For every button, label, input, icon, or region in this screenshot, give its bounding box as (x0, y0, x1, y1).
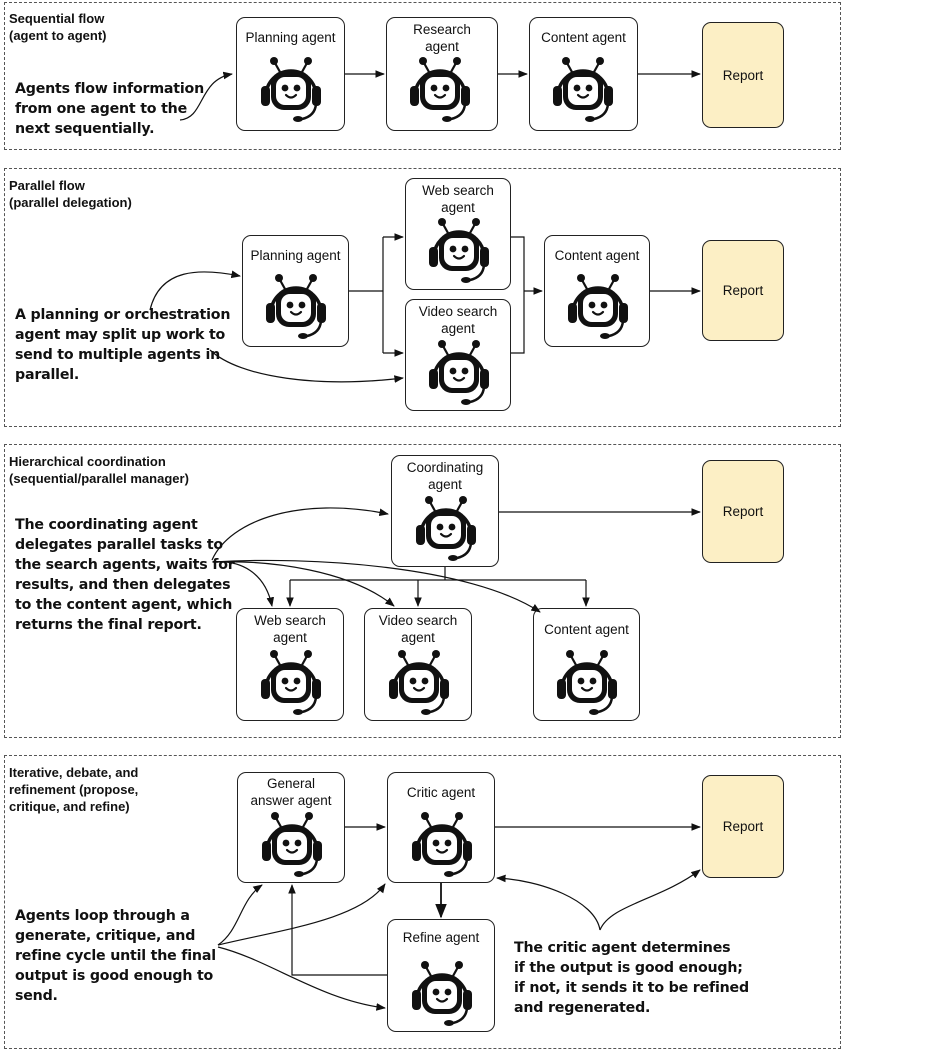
planning-agent-label: Planning agent (250, 248, 341, 263)
refine-agent-label: Refine agent (402, 930, 480, 945)
robot-icon (554, 645, 620, 717)
report-box: Report (702, 22, 784, 128)
web-search-agent-box: Web search agent (405, 178, 511, 290)
robot-icon (258, 645, 324, 717)
refine-agent-box: Refine agent (387, 919, 495, 1032)
sequential-flow-title: Sequential flow (agent to agent) (9, 11, 107, 43)
coordinating-agent-box: Coordinating agent (391, 455, 499, 567)
content-agent-label: Content agent (541, 30, 626, 45)
parallel-flow-title: Parallel flow (parallel delegation) (9, 178, 132, 210)
robot-icon (263, 269, 329, 341)
video-search-agent-box: Video search agent (364, 608, 472, 721)
general-answer-agent-label: General answer agent (250, 776, 332, 808)
planning-agent-box: Planning agent (236, 17, 345, 131)
robot-icon (409, 807, 475, 879)
web-search-agent-label: Web search agent (422, 183, 494, 215)
video-search-agent-label: Video search agent (378, 613, 458, 645)
robot-icon (259, 807, 325, 879)
web-search-agent-label: Web search agent (254, 613, 326, 645)
content-agent-box: Content agent (544, 235, 650, 347)
research-agent-label: Research agent (413, 22, 471, 54)
iterative-refinement-panel (4, 755, 841, 1049)
planning-agent-box: Planning agent (242, 235, 349, 347)
content-agent-label: Content agent (544, 622, 629, 637)
parallel-flow-note: A planning or orchestration agent may sp… (15, 307, 231, 383)
critic-agent-label: Critic agent (406, 785, 476, 800)
hierarchical-coordination-title: Hierarchical coordination (sequential/pa… (9, 454, 189, 486)
planning-agent-label: Planning agent (245, 30, 336, 45)
critic-decision-note: The critic agent determines if the outpu… (514, 940, 749, 1016)
report-box: Report (702, 460, 784, 563)
critic-agent-box: Critic agent (387, 772, 495, 883)
robot-icon (409, 956, 475, 1028)
hierarchical-coordination-note: The coordinating agent delegates paralle… (15, 517, 235, 633)
robot-icon (407, 52, 473, 124)
content-agent-box: Content agent (529, 17, 638, 131)
robot-icon (413, 491, 479, 563)
content-agent-label: Content agent (554, 248, 640, 263)
report-box: Report (702, 240, 784, 341)
report-box: Report (702, 775, 784, 878)
robot-icon (426, 213, 492, 285)
web-search-agent-box: Web search agent (236, 608, 344, 721)
parallel-flow-panel (4, 168, 841, 427)
robot-icon (550, 52, 616, 124)
video-search-agent-box: Video search agent (405, 299, 511, 411)
content-agent-box: Content agent (533, 608, 640, 721)
general-answer-agent-box: General answer agent (237, 772, 345, 883)
iterative-refinement-title: Iterative, debate, and refinement (propo… (9, 765, 139, 814)
research-agent-box: Research agent (386, 17, 498, 131)
robot-icon (258, 52, 324, 124)
robot-icon (386, 645, 452, 717)
sequential-flow-panel (4, 2, 841, 150)
iterative-refinement-note: Agents loop through a generate, critique… (15, 908, 216, 1004)
video-search-agent-label: Video search agent (418, 304, 498, 336)
robot-icon (565, 269, 631, 341)
hierarchical-coordination-panel (4, 444, 841, 738)
sequential-flow-note: Agents flow information from one agent t… (15, 81, 204, 137)
coordinating-agent-label: Coordinating agent (406, 460, 484, 492)
robot-icon (426, 335, 492, 407)
